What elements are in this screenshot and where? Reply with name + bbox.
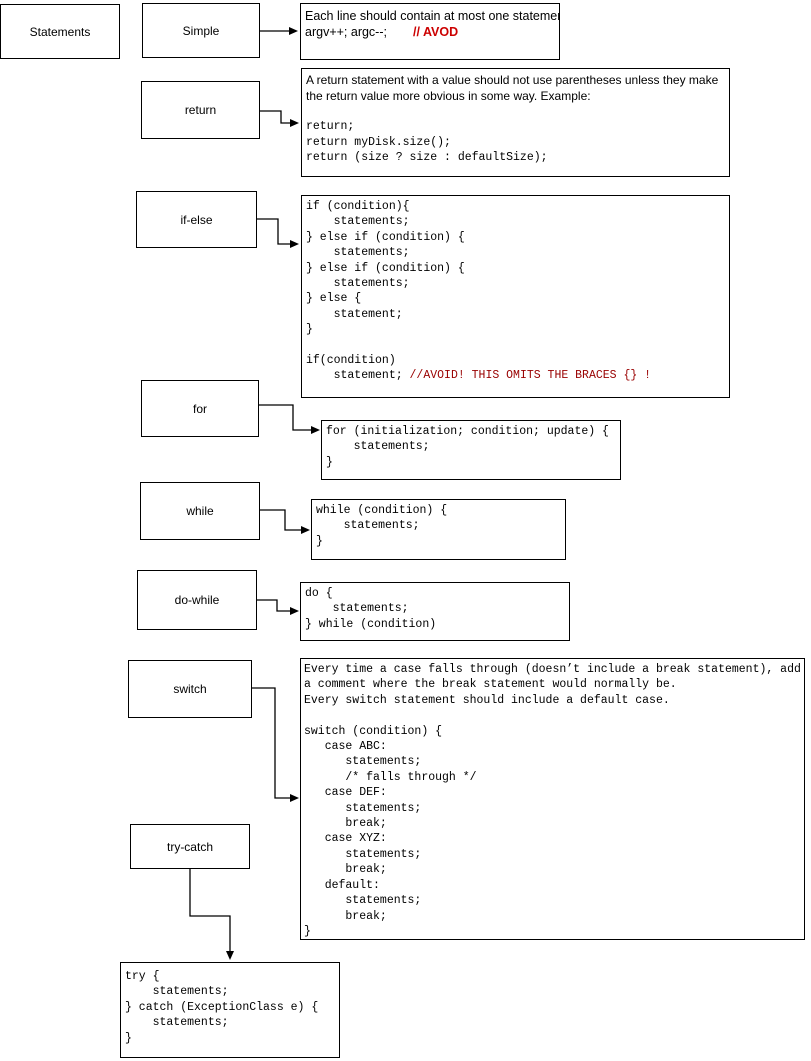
note-return: A return statement with a value should n… xyxy=(301,68,730,177)
arrow-return xyxy=(260,110,299,127)
node-if-else: if-else xyxy=(136,191,257,248)
note-return-prose: A return statement with a value should n… xyxy=(306,73,719,103)
node-try-catch-label: try-catch xyxy=(166,839,213,854)
arrow-do-while xyxy=(257,599,299,615)
note-return-code: return; return myDisk.size(); return (si… xyxy=(306,120,548,165)
note-if-else-warning: //AVOID! THIS OMITS THE BRACES {} ! xyxy=(409,369,652,383)
node-switch-label: switch xyxy=(173,682,207,696)
arrow-for xyxy=(259,404,320,434)
node-for-label: for xyxy=(192,401,207,416)
note-simple-code-line: argv++; argc--; // AVOD xyxy=(301,24,559,40)
node-try-catch: try-catch xyxy=(130,824,250,869)
note-for-code: for (initialization; condition; update) … xyxy=(326,425,609,469)
node-switch: switch xyxy=(128,660,252,718)
arrow-try-catch xyxy=(189,869,234,960)
node-return: return xyxy=(141,81,260,139)
note-simple-code: argv++; argc--; xyxy=(305,25,387,39)
node-statements: Statements xyxy=(0,4,120,59)
arrow-switch xyxy=(252,687,299,802)
node-statements-label: Statements xyxy=(29,24,91,39)
note-switch-code: Every time a case falls through (doesn’t… xyxy=(304,663,801,938)
note-do-while: do { statements; } while (condition) xyxy=(300,582,570,641)
note-simple-warning: // AVOD xyxy=(412,25,459,39)
node-simple: Simple xyxy=(142,3,260,58)
note-try-catch-code: try { statements; } catch (ExceptionClas… xyxy=(125,970,319,1045)
note-do-while-code: do { statements; } while (condition) xyxy=(305,587,437,631)
note-simple-text: Each line should contain at most one sta… xyxy=(305,9,560,23)
node-while-label: while xyxy=(186,504,214,518)
note-while: while (condition) { statements; } xyxy=(311,499,566,560)
node-do-while-label: do-while xyxy=(174,593,220,607)
node-simple-label: Simple xyxy=(182,23,220,38)
arrow-if-else xyxy=(257,218,299,248)
node-return-label: return xyxy=(184,103,217,117)
note-if-else-code-main: if (condition){ statements; } else if (c… xyxy=(306,200,465,383)
note-while-code: while (condition) { statements; } xyxy=(316,504,448,548)
arrow-while xyxy=(260,509,310,534)
note-simple: Each line should contain at most one sta… xyxy=(300,3,560,60)
note-if-else: if (condition){ statements; } else if (c… xyxy=(301,195,730,398)
node-for: for xyxy=(141,380,259,437)
note-for: for (initialization; condition; update) … xyxy=(321,420,621,480)
node-if-else-label: if-else xyxy=(180,212,213,227)
note-switch: Every time a case falls through (doesn’t… xyxy=(300,658,805,940)
node-while: while xyxy=(140,482,260,540)
note-if-else-code: if (condition){ statements; } else if (c… xyxy=(302,196,729,387)
node-do-while: do-while xyxy=(137,570,257,630)
note-try-catch: try { statements; } catch (ExceptionClas… xyxy=(120,962,340,1058)
